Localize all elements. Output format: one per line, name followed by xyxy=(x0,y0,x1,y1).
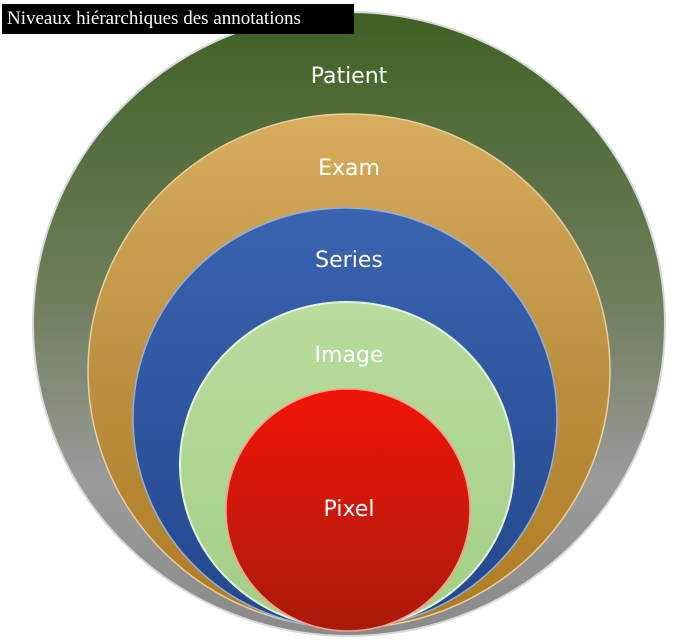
pixel-label: Pixel xyxy=(324,497,375,522)
level-pixel: Pixel xyxy=(225,388,471,632)
exam-label: Exam xyxy=(318,156,380,181)
diagram-title: Niveaux hiérarchiques des annotations xyxy=(2,4,354,34)
series-label: Series xyxy=(315,248,383,273)
patient-label: Patient xyxy=(311,64,388,89)
image-label: Image xyxy=(315,343,384,368)
pixel-circle xyxy=(225,388,471,632)
